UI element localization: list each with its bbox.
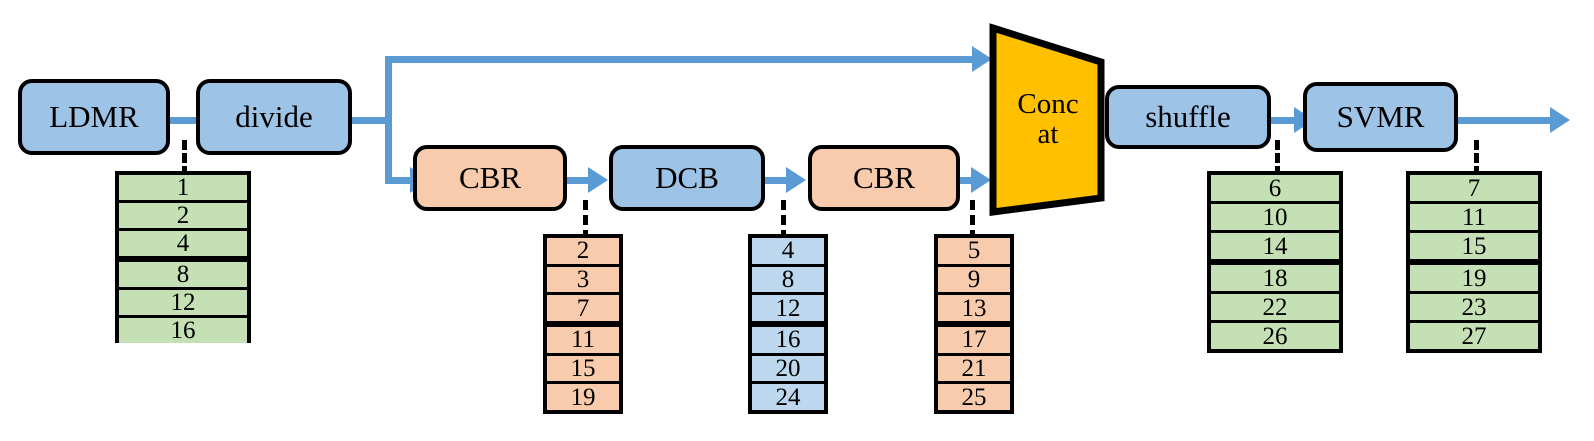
stack-cell: 1 [119,175,247,200]
node-divide-label: divide [235,98,313,134]
stack-cell: 5 [938,238,1010,264]
arrowhead-skip-to-concat [972,46,992,72]
stack-cell: 4 [119,228,247,256]
stack-cell: 9 [938,263,1010,293]
connector-dcb-to-cbr2 [764,177,788,184]
stack-cell: 23 [1410,291,1538,320]
connector-divide-split-vertical [385,56,392,184]
stack-cell: 21 [938,352,1010,382]
stack-cell: 8 [752,263,824,293]
stack-cell: 11 [547,321,619,353]
stack-cell: 12 [752,292,824,322]
tether-dcb-to-stack [781,200,786,240]
tether-cbr2-to-stack [970,200,975,240]
stack-cell: 8 [119,256,247,287]
node-cbr-1-label: CBR [458,159,522,195]
connector-cbr1-to-dcb [566,177,590,184]
connector-split-to-cbr1 [385,177,413,184]
connector-cbr2-to-concat [958,177,978,184]
stack-cell: 20 [752,352,824,382]
stack-cell: 19 [1410,259,1538,291]
node-divide[interactable]: divide [196,79,352,155]
arrowhead-cbr1-to-dcb [588,167,608,193]
stack-cell: 3 [547,263,619,293]
stack-cell: 22 [1211,291,1339,320]
node-svmr-label: SVMR [1336,98,1425,134]
stack-cell: 10 [1211,201,1339,230]
node-concat[interactable]: Conc at [988,20,1108,220]
stack-cell: 2 [547,238,619,264]
stack-cell: 24 [752,381,824,411]
connector-svmr-output [1456,117,1556,124]
tether-ldmr-to-stack [182,140,187,176]
stack-cell: 16 [119,315,247,343]
node-svmr[interactable]: SVMR [1303,82,1458,152]
stack-cell: 6 [1211,175,1339,201]
tether-svmr-to-stack [1474,140,1479,176]
node-dcb-label: DCB [655,159,719,195]
node-ldmr[interactable]: LDMR [18,79,170,155]
stack-cell: 2 [119,200,247,228]
node-shuffle-label: shuffle [1145,98,1231,134]
stack-cell: 19 [547,381,619,411]
connector-shuffle-to-svmr [1271,117,1299,124]
node-dcb[interactable]: DCB [609,145,765,211]
arrowhead-svmr-output [1550,107,1570,133]
stack-cell: 7 [1410,175,1538,201]
stack-cell: 15 [547,352,619,382]
connector-divide-out [348,117,392,124]
stack-cell: 27 [1410,320,1538,349]
stack-cell: 4 [752,238,824,264]
stack-cell: 12 [119,287,247,315]
stack-cell: 17 [938,321,1010,353]
stack-cell: 26 [1211,320,1339,349]
tether-cbr1-to-stack [583,200,588,240]
node-ldmr-label: LDMR [49,98,139,134]
arrowhead-cbr2-to-concat [971,167,991,193]
stack-cell: 13 [938,292,1010,322]
node-cbr-2[interactable]: CBR [808,145,960,211]
stack-cell: 25 [938,381,1010,411]
node-cbr-2-label: CBR [852,159,916,195]
arrowhead-dcb-to-cbr2 [786,167,806,193]
stack-cell: 18 [1211,259,1339,291]
concat-trapezoid-shape [989,23,1105,216]
tether-shuffle-to-stack [1275,140,1280,176]
stack-cell: 11 [1410,201,1538,230]
stack-cell: 7 [547,292,619,322]
connector-skip-to-concat [385,56,975,63]
node-cbr-1[interactable]: CBR [413,145,567,211]
stack-cell: 16 [752,321,824,353]
node-shuffle[interactable]: shuffle [1105,85,1271,149]
stack-cell: 15 [1410,230,1538,259]
connector-ldmr-to-divide [168,117,204,124]
stack-cell: 14 [1211,230,1339,259]
